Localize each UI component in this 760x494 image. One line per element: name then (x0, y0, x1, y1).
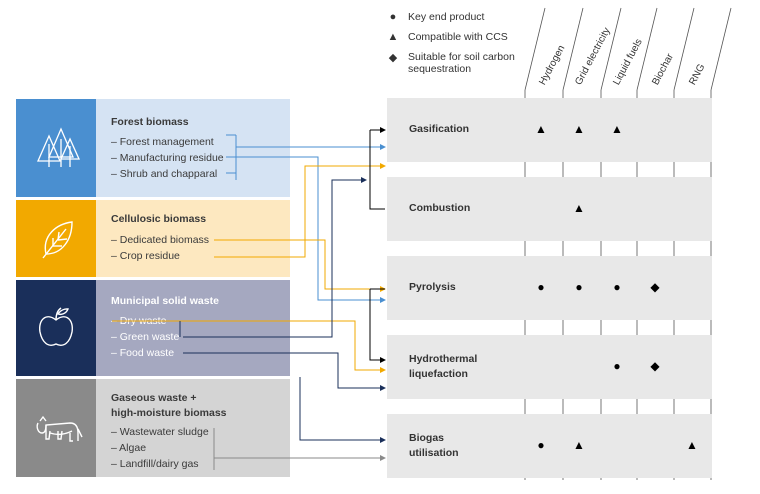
feedstock-item: – Wastewater sludge (111, 426, 209, 438)
apple-icon-box (16, 280, 96, 376)
column-divider (600, 7, 622, 91)
connector-food-waste-hydrothermal (183, 352, 386, 391)
circle-symbol-icon: ● (537, 438, 545, 452)
apple-icon (39, 307, 73, 346)
circle-symbol-icon: ● (575, 280, 583, 294)
feedstock-title-line1: Gaseous waste + (111, 392, 197, 404)
legend-label: Key end product (408, 11, 485, 23)
column-divider (710, 7, 732, 91)
circle-symbol-icon: ● (537, 280, 545, 294)
connector-gasification-combustion (369, 130, 385, 210)
legend-compatible-ccs: ▲ Compatible with CCS (386, 31, 508, 43)
tech-row-pyrolysis: Pyrolysis (387, 256, 712, 320)
connector-dry-waste-hydrothermal (112, 320, 386, 373)
leaf-icon-box (16, 200, 96, 277)
legend-soil-carbon: ◆ Suitable for soil carbon sequestration (386, 51, 515, 75)
triangle-symbol-icon: ▲ (573, 122, 585, 136)
connector-forest-pyrolysis (236, 156, 386, 303)
feedstock-item: – Shrub and chapparal (111, 168, 218, 180)
diamond-symbol-icon: ◆ (650, 280, 660, 294)
tech-label: Biogas utilisation (409, 431, 459, 461)
tech-label: Hydrothermal liquefaction (409, 352, 477, 382)
connector-municipal-biogas (299, 377, 386, 443)
connector-cellulosic-gasification (214, 163, 386, 258)
cow-icon (36, 415, 83, 442)
triangle-symbol-icon: ▲ (611, 122, 623, 136)
feedstock-title: Cellulosic biomass (111, 213, 207, 225)
feedstock-item: – Manufacturing residue (111, 152, 224, 164)
feedstock-gaseous-waste: Gaseous waste + high-moisture biomass – … (16, 379, 290, 477)
tech-row-combustion: Combustion (387, 177, 712, 241)
tech-label-line2: liquefaction (409, 368, 468, 380)
diamond-symbol-icon: ◆ (650, 359, 660, 373)
cow-icon-box (16, 379, 96, 477)
feedstock-title-line2: high-moisture biomass (111, 407, 227, 419)
leaf-icon (42, 221, 73, 259)
column-divider (673, 7, 695, 91)
legend-key-end-product: ● Key end product (386, 11, 485, 23)
tech-row-gasification: Gasification (387, 98, 712, 162)
column-divider (636, 7, 658, 91)
circle-symbol-icon: ● (613, 359, 621, 373)
tech-label: Gasification (409, 123, 470, 135)
tech-label: Combustion (409, 202, 471, 214)
feedstock-item: – Dedicated biomass (111, 234, 210, 246)
tech-row-biogas: Biogas utilisation (387, 414, 712, 478)
trees-icon (37, 127, 81, 167)
column-divider (524, 7, 546, 91)
feedstock-item: – Landfill/dairy gas (111, 458, 199, 470)
tech-label-line2: utilisation (409, 447, 459, 459)
legend-label: Compatible with CCS (408, 31, 508, 43)
feedstock-item: – Green waste (111, 331, 180, 343)
triangle-symbol-icon: ▲ (387, 31, 399, 43)
trees-icon-box (16, 99, 96, 197)
triangle-symbol-icon: ▲ (686, 438, 698, 452)
feedstock-forest-biomass: Forest biomass – Forest management – Man… (16, 99, 290, 197)
diamond-symbol-icon: ◆ (388, 52, 398, 64)
triangle-symbol-icon: ▲ (573, 201, 585, 215)
feedstock-item: – Algae (111, 442, 147, 454)
legend-label-line2: sequestration (408, 63, 472, 75)
legend-label-line1: Suitable for soil carbon (408, 51, 515, 63)
tech-label: Pyrolysis (409, 281, 456, 293)
feedstock-title: Forest biomass (111, 116, 189, 128)
feedstock-item: – Food waste (111, 347, 175, 359)
feedstock-item: – Crop residue (111, 250, 180, 262)
feedstock-title: Municipal solid waste (111, 295, 219, 307)
connector-green-waste-gasification (183, 177, 367, 338)
connector-cellulosic-pyrolysis (214, 239, 386, 292)
triangle-symbol-icon: ▲ (573, 438, 585, 452)
tech-label-line1: Hydrothermal (409, 353, 478, 365)
legend-label: Suitable for soil carbon sequestration (408, 51, 515, 75)
circle-symbol-icon: ● (613, 280, 621, 294)
feedstock-cellulosic-biomass: Cellulosic biomass – Dedicated biomass –… (16, 200, 290, 277)
connector-pyrolysis-hydrothermal (369, 289, 386, 363)
feedstock-item: – Forest management (111, 136, 214, 148)
triangle-symbol-icon: ▲ (535, 122, 547, 136)
column-divider (562, 7, 584, 91)
tech-row-hydrothermal: Hydrothermal liquefaction (387, 335, 712, 399)
connector-stub (226, 134, 236, 174)
circle-symbol-icon: ● (389, 11, 397, 23)
feedstock-title: Gaseous waste + high-moisture biomass (111, 391, 227, 421)
tech-label-line1: Biogas (409, 432, 445, 444)
feedstock-municipal-solid-waste: Municipal solid waste – Dry waste – Gree… (16, 280, 290, 376)
